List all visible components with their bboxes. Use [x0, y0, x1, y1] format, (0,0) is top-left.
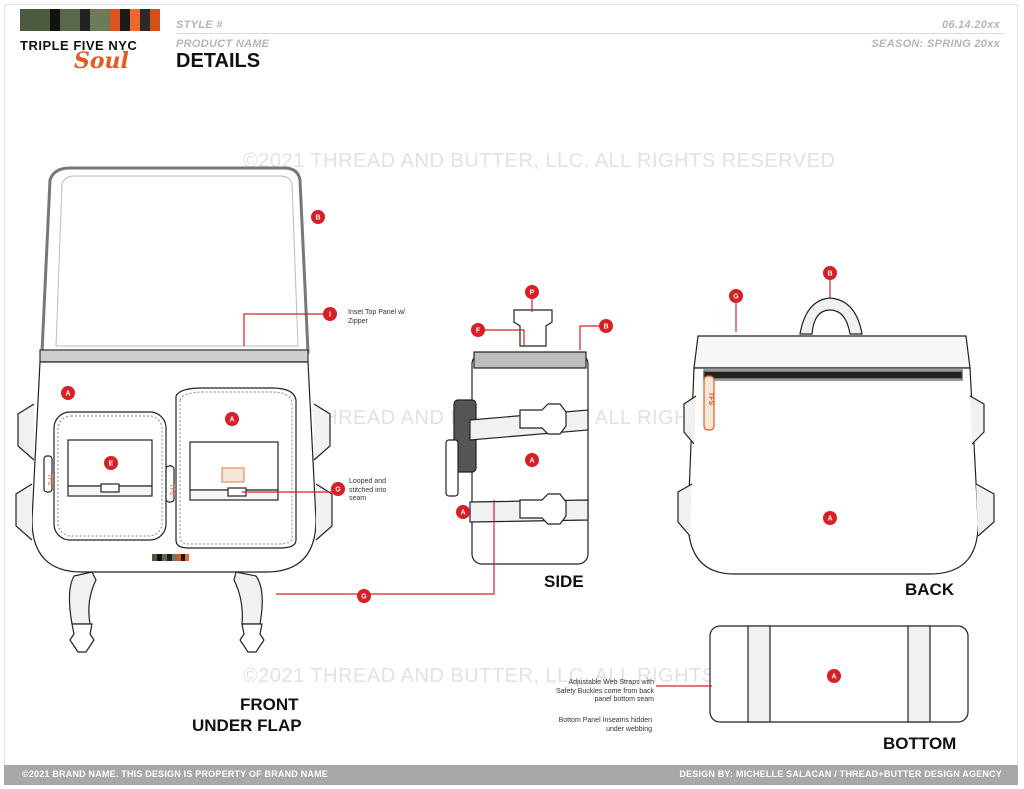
brand-logo-text: TRIPLE FIVE NYC	[20, 38, 138, 53]
brand-swatch	[50, 9, 60, 31]
svg-text:E: E	[109, 461, 114, 468]
svg-text:A: A	[827, 516, 832, 523]
brand-swatch	[120, 9, 130, 31]
callout-b-back: B	[823, 266, 837, 280]
watermark-top: ©2021 THREAD AND BUTTER, LLC. ALL RIGHTS…	[243, 150, 836, 172]
note-web-straps: Adjustable Web Straps with Safety Buckle…	[555, 679, 654, 703]
callout-a-side-strap: A	[456, 505, 470, 519]
svg-text:I: I	[329, 312, 331, 319]
callout-a-bottom: A	[827, 669, 841, 683]
callout-f-side: F	[471, 323, 485, 337]
brand-swatch-bar	[20, 9, 160, 31]
front-view-label-line2: UNDER FLAP	[192, 716, 302, 735]
svg-text:B: B	[827, 271, 832, 278]
callout-markers: A A B I E G G P F B A A G B A A	[61, 210, 841, 683]
note-looped-stitched: Looped and stitched into seam	[349, 478, 387, 502]
callout-a-front-body: A	[61, 386, 75, 400]
brand-swatch	[90, 9, 110, 31]
svg-text:P: P	[530, 290, 535, 297]
svg-text:A: A	[831, 674, 836, 681]
callout-e-front-pocket: E	[104, 456, 118, 470]
note-bottom-panel: Bottom Panel Inseams hidden under webbin…	[558, 717, 652, 733]
callout-g-back: G	[729, 289, 743, 303]
footer-design-credit: DESIGN BY: MICHELLE SALACAN / THREAD+BUT…	[679, 769, 1002, 779]
callout-b-front-flap: B	[311, 210, 325, 224]
callout-g-front-strap: G	[357, 589, 371, 603]
side-view-drawing	[445, 309, 589, 565]
svg-text:B: B	[315, 215, 320, 222]
svg-text:B: B	[603, 324, 608, 331]
header-divider	[176, 33, 1004, 34]
zipper-pull-text-front-left: TFS	[46, 474, 52, 485]
side-view-label: SIDE	[544, 572, 584, 591]
brand-logo-script: Soul	[74, 48, 129, 74]
svg-text:A: A	[460, 510, 465, 517]
footer-copyright: ©2021 BRAND NAME. THIS DESIGN IS PROPERT…	[22, 769, 329, 779]
svg-text:A: A	[229, 417, 234, 424]
date-label: 06.14.20xx	[941, 19, 1000, 31]
svg-text:G: G	[335, 487, 341, 494]
zipper-pull-text-back: TFS	[707, 392, 714, 406]
svg-text:G: G	[733, 294, 739, 301]
brand-swatch	[110, 9, 120, 31]
callout-i-front-top: I	[323, 307, 337, 321]
callout-p-side: P	[525, 285, 539, 299]
front-view-label-line1: FRONT	[240, 695, 299, 714]
note-inset-top-panel: Inset Top Panel w/ Zipper	[348, 309, 406, 325]
back-view-drawing	[677, 297, 995, 575]
style-number-label: STYLE #	[176, 19, 223, 31]
callout-a-back: A	[823, 511, 837, 525]
page-title: DETAILS	[176, 50, 261, 72]
brand-swatch	[140, 9, 150, 31]
svg-text:A: A	[65, 391, 70, 398]
product-name-label: PRODUCT NAME	[176, 38, 270, 50]
watermark-bottom: ©2021 THREAD AND BUTTER, LLC. ALL RIGHTS…	[243, 665, 836, 687]
callout-a-side-body: A	[525, 453, 539, 467]
callout-b-side: B	[599, 319, 613, 333]
front-view-drawing	[15, 166, 333, 653]
svg-text:A: A	[529, 458, 534, 465]
brand-swatch	[150, 9, 160, 31]
brand-swatch	[130, 9, 140, 31]
callout-g-front-loop: G	[331, 482, 345, 496]
footer-bar: ©2021 BRAND NAME. THIS DESIGN IS PROPERT…	[4, 765, 1018, 785]
back-view-label: BACK	[905, 580, 955, 599]
brand-swatch	[20, 9, 50, 31]
brand-swatch	[80, 9, 90, 31]
brand-swatch	[60, 9, 80, 31]
zipper-pull-text-front-right: TFS	[168, 484, 174, 495]
callout-a-front-pocket: A	[225, 412, 239, 426]
season-label: SEASON: SPRING 20xx	[871, 38, 1000, 50]
svg-text:G: G	[361, 594, 367, 601]
bottom-view-label: BOTTOM	[883, 734, 957, 753]
svg-text:F: F	[476, 328, 481, 335]
